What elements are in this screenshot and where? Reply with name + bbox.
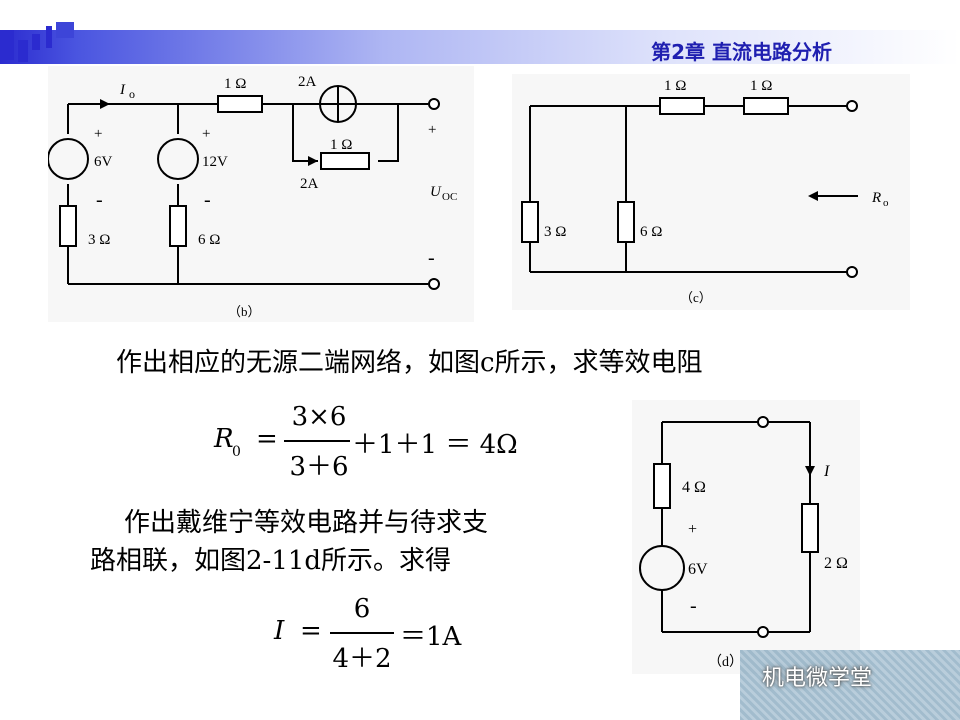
eq2-rest: ＝1A [400,622,462,652]
terminal-top [428,98,440,110]
eq2-fraction-bar [330,632,394,634]
label-2a-mid: 2A [300,176,319,192]
arrow-ro [808,191,818,201]
arrow-i [805,466,815,476]
text-line-1: 作出相应的无源二端网络，如图c所示，求等效电阻 [116,348,703,378]
resistor-3ohm [59,205,77,247]
header-block-1 [0,30,14,60]
label-r-mid: 1 Ω [330,137,352,153]
eq2-numerator: 6 [353,594,371,624]
label-c-6ohm: 6 Ω [640,224,662,240]
resistor-c-3 [521,201,539,243]
equation-i: I = 6 4＋2 ＝1A [260,592,490,676]
figure-d: 4 Ω 2 Ω + 6V - I （d） [632,400,860,674]
caption-d: （d） [708,654,743,670]
resistor-c-2 [743,97,789,115]
eq2-lhs: I [274,616,285,646]
header-bar [0,30,960,64]
watermark-background [740,650,960,720]
header-block-2 [18,40,28,62]
label-c-3ohm: 3 Ω [544,224,566,240]
figure-b: I o 1 Ω 2A 1 Ω 2A + 6V - + 12V - 3 Ω 6 Ω… [47,66,474,322]
label-ro-sub: o [883,197,889,209]
resistor-c-6 [617,201,635,243]
eq1-rest: ＋1＋1 ＝ 4Ω [352,430,518,460]
label-voc-minus: - [428,247,435,269]
eq1-numerator: 3×6 [291,402,347,432]
terminal-c-top [846,100,858,112]
header-block-4 [46,26,52,48]
label-voc-plus: + [428,122,436,138]
label-c-r1: 1 Ω [664,78,686,94]
equation-r0: R 0 = 3×6 3＋6 ＋1＋1 ＝ 4Ω [200,400,530,484]
figure-b-circuit: I o 1 Ω 2A 1 Ω 2A + 6V - + 12V - 3 Ω 6 Ω… [47,74,457,319]
terminal-d-bottom [757,626,769,638]
terminal-c-bottom [846,266,858,278]
text-line-3: 路相联，如图2-11d所示。求得 [90,546,452,576]
eq1-fraction-bar [284,440,350,442]
eq1-equals: = [256,424,278,454]
eq1-lhs-sub: 0 [232,444,241,460]
resistor-d-2 [801,503,819,553]
label-2a-top: 2A [298,74,317,90]
watermark-text: 机电微学堂 [762,666,873,691]
label-plus-2: + [202,126,210,142]
label-plus-1: + [94,126,102,142]
label-io: I [119,82,126,98]
figure-d-circuit: 4 Ω 2 Ω + 6V - I （d） [639,416,848,670]
resistor-top [217,95,263,113]
label-minus-2: - [204,189,211,211]
caption-c: （c） [680,290,712,305]
label-d-i: I [823,463,830,480]
label-uoc: U [430,184,442,200]
terminal-d-top [757,416,769,428]
label-d-4ohm: 4 Ω [682,479,706,496]
eq1-denominator: 3＋6 [289,452,349,482]
label-uoc-sub: OC [442,191,457,203]
resistor-d-4 [653,463,671,509]
figure-c: 1 Ω 1 Ω 3 Ω 6 Ω R o （c） [512,74,910,310]
chapter-title: 第2章 直流电路分析 [651,40,832,64]
arrow-io [100,99,110,109]
eq2-equals: = [300,616,322,646]
eq1-lhs: R [214,424,234,454]
figure-c-circuit: 1 Ω 1 Ω 3 Ω 6 Ω R o （c） [521,78,889,305]
header-block-3 [32,34,40,50]
label-ro: R [871,190,881,206]
label-d-minus: - [690,595,697,617]
text-line-2: 作出戴维宁等效电路并与待求支 [124,508,489,538]
label-d-plus: + [688,521,697,538]
header-block-5 [56,22,74,38]
label-r-top: 1 Ω [224,76,246,92]
caption-b: （b） [228,304,261,319]
label-3ohm: 3 Ω [88,232,110,248]
arrow-2a [308,156,318,166]
label-12v: 12V [202,154,228,170]
terminal-bottom [428,278,440,290]
label-d-2ohm: 2 Ω [824,555,848,572]
label-d-6v: 6V [688,561,708,578]
resistor-6ohm [169,205,187,247]
label-6ohm: 6 Ω [198,232,220,248]
label-io-sub: o [129,87,135,101]
label-6v: 6V [94,154,113,170]
label-c-r2: 1 Ω [750,78,772,94]
resistor-mid [320,152,370,170]
label-minus-1: - [96,189,103,211]
resistor-c-1 [659,97,705,115]
eq2-denominator: 4＋2 [332,644,392,674]
